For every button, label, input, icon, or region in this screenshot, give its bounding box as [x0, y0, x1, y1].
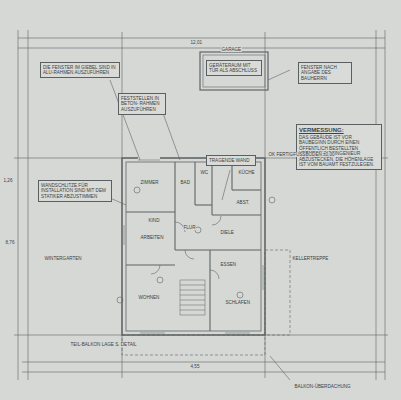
note-text: VERMESSUNG:	[299, 127, 379, 134]
plan-label: ESSEN	[220, 262, 237, 267]
plan-label: ZIMMER	[140, 180, 159, 185]
note-box: DIE FENSTER IM GIEBEL SIND IN ALU-RAHMEN…	[40, 62, 120, 78]
note-text: GERÄTERAUM MIT TÜR ALS ABSCHLUSS	[209, 63, 259, 74]
note-box: VERMESSUNG:DAS GEBÄUDE IST VOR BAUBEGINN…	[296, 124, 382, 170]
plan-label: 1,26	[3, 178, 13, 183]
plan-label: ABST.	[236, 200, 250, 205]
note-box: FESTSTELLEN IN BETON- RAHMEN AUSZUFÜHREN	[118, 93, 166, 115]
plan-label: OK FERTIGFUSSBODEN ±0,00	[268, 152, 335, 157]
note-text: WANDSCHLITZE FÜR INSTALLATION SIND MIT D…	[41, 183, 109, 200]
plan-label: SCHLAFEN	[225, 300, 251, 305]
plan-label: KIND	[148, 218, 160, 223]
plan-label: ARBEITEN	[140, 235, 164, 240]
plan-label: KELLERTREPPE	[292, 256, 329, 261]
plan-label: DIELE	[220, 230, 234, 235]
plan-label: BALKON-ÜBERDACHUNG	[294, 384, 351, 389]
note-box: GERÄTERAUM MIT TÜR ALS ABSCHLUSS	[206, 60, 262, 76]
note-text: TRAGENDE WAND	[209, 158, 253, 164]
plan-label: KÜCHE	[238, 170, 255, 175]
plan-label: 4,55	[190, 364, 200, 369]
note-box: TRAGENDE WAND	[206, 155, 256, 166]
plan-label: FLUR	[183, 225, 196, 230]
plan-label: BAD	[180, 180, 190, 185]
note-box: FENSTER NACH ANGABE DES BAUHERRN	[298, 62, 352, 84]
note-text: DIE FENSTER IM GIEBEL SIND IN ALU-RAHMEN…	[43, 65, 117, 76]
note-text: FENSTER NACH ANGABE DES BAUHERRN	[301, 65, 349, 82]
plan-label: WINTERGARTEN	[44, 256, 82, 261]
plan-label: TEIL-BALKON LAGE S. DETAIL	[70, 342, 137, 347]
plan-label: GARAGE	[221, 47, 242, 52]
plan-label: WOHNEN	[138, 295, 160, 300]
plan-label: WC	[200, 170, 209, 175]
plan-label: 12,01	[190, 40, 203, 45]
plan-label: 8,76	[5, 240, 15, 245]
note-text: FESTSTELLEN IN BETON- RAHMEN AUSZUFÜHREN	[121, 96, 163, 113]
note-box: WANDSCHLITZE FÜR INSTALLATION SIND MIT D…	[38, 180, 112, 202]
